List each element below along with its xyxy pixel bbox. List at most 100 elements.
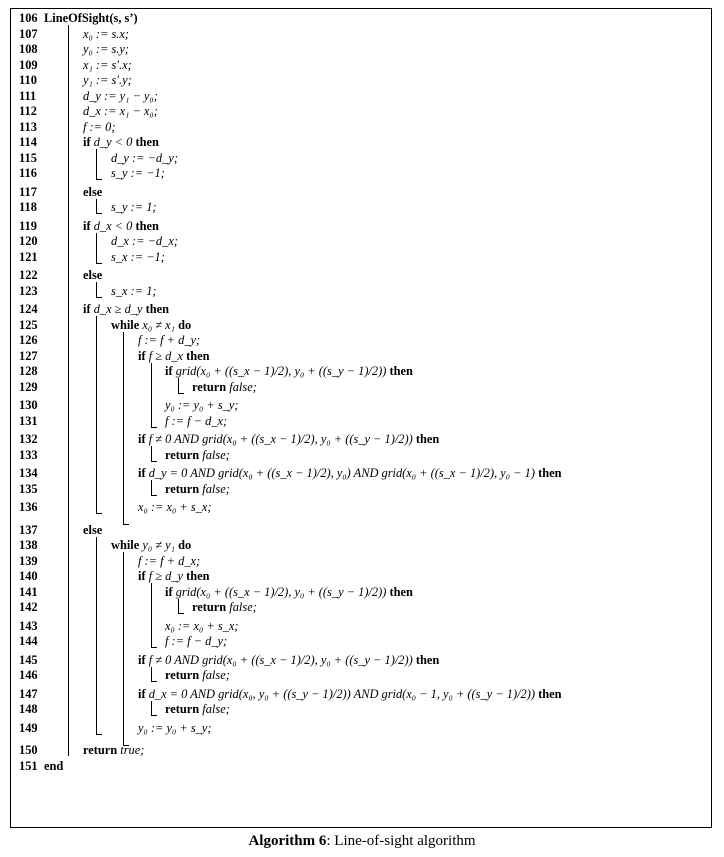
expression: f := f + d_y; [138,333,201,347]
code-text: if d_x = 0 AND grid(x₀, y₀ + ((s_y − 1)/… [138,686,562,702]
keyword: end [44,758,64,773]
block-bracket-end [178,392,184,394]
keyword: else [83,268,103,282]
block-bracket [151,446,152,461]
code-text: d_y := −d_y; [111,150,178,166]
line-number: 124 [19,302,38,316]
line-number: 126 [19,333,38,347]
keyword: return [165,702,200,716]
expression: s_x := −1; [111,249,165,264]
code-text: y₀ := s.y; [83,41,129,57]
code-text: d_x := −d_x; [111,233,178,249]
caption-text: : Line-of-sight algorithm [326,833,476,849]
keyword: then [415,652,440,667]
block-bracket-end [151,460,157,462]
expression: x₀ ≠ x₁ [142,317,175,332]
keyword: while [111,538,140,552]
block-bracket-end [96,179,102,180]
block-bracket [123,331,124,524]
expression: grid(x₀ + ((s_x − 1)/2), y₀ + ((s_y − 1)… [175,584,387,599]
expression: s_y := 1; [111,200,157,214]
line-number: 122 [19,268,38,282]
expression: f := f − d_x; [165,413,228,428]
code-text: if f ≥ d_y then [138,568,210,584]
keyword: then [135,135,159,149]
algorithm-box [10,8,712,828]
code-text: s_x := 1; [111,283,157,299]
expression: y₀ := s.y; [83,42,130,56]
code-text: if d_x < 0 then [83,218,159,234]
block-bracket-end [151,681,157,682]
keyword: return [165,481,200,496]
keyword: if [165,584,173,599]
block-bracket [151,700,152,715]
line-number: 137 [19,522,38,537]
keyword: then [389,364,413,378]
keyword: if [138,569,146,583]
keyword: return [165,668,200,682]
code-text: x₀ := x₀ + s_x; [165,618,239,634]
block-bracket [96,536,97,734]
block-bracket-end [123,744,129,746]
expression: d_x := −d_x; [111,234,178,248]
keyword: return [192,600,227,614]
keyword: return [165,447,200,462]
line-number: 146 [19,668,38,682]
expression: f ≠ 0 AND grid(x₀ + ((s_x − 1)/2), y₀ + … [148,652,413,667]
expression: x₀ := x₀ + s_x; [138,500,212,514]
line-number: 133 [19,447,38,462]
keyword: while [111,317,140,332]
code-text: return false; [165,447,230,463]
code-text: if grid(x₀ + ((s_x − 1)/2), y₀ + ((s_y −… [165,363,413,379]
code-text: if f ≠ 0 AND grid(x₀ + ((s_x − 1)/2), y₀… [138,652,439,668]
keyword: else [83,184,103,199]
line-number: 130 [19,398,38,412]
line-number: 127 [19,348,38,363]
keyword: then [538,466,562,480]
code-text: y₀ := y₀ + s_y; [165,397,239,413]
expression: f ≥ d_x [148,348,184,363]
code-text: return false; [165,667,230,683]
keyword: return [192,379,227,394]
expression: d_x := x₁ − x₀; [83,104,158,118]
line-number: 135 [19,481,38,496]
line-number: 128 [19,364,38,378]
expression: x₁ := s′.x; [83,57,132,72]
line-number: 145 [19,652,38,667]
line-number: 123 [19,283,38,298]
line-number: 116 [19,166,37,180]
return-value: false; [202,702,230,716]
block-bracket-end [96,213,102,214]
line-number: 136 [19,500,38,514]
expression: s_y := −1; [111,166,165,180]
code-text: if d_y = 0 AND grid(x₀ + ((s_x − 1)/2), … [138,465,562,481]
expression: s_x := 1; [111,283,157,298]
code-text: if f ≥ d_x then [138,348,210,364]
expression: d_y < 0 [93,135,133,149]
line-number: 106 [19,11,38,25]
keyword: then [186,348,210,363]
algorithm-caption: Algorithm 6: Line-of-sight algorithm [0,832,724,850]
expression: y₀ := y₀ + s_y; [165,398,239,412]
line-number: 107 [19,26,38,41]
keyword: if [138,466,146,480]
code-text: x₁ := s′.x; [83,57,132,73]
keyword: then [389,584,413,599]
caption-label: Algorithm 6 [248,833,327,849]
line-number: 138 [19,538,38,552]
code-text: if grid(x₀ + ((s_x − 1)/2), y₀ + ((s_y −… [165,584,413,600]
expression: y₁ := s′.y; [83,73,132,87]
block-bracket [151,666,152,681]
expression: f := f + d_x; [138,553,201,568]
code-text: f := f − d_y; [165,633,227,649]
code-text: x₀ := x₀ + s_x; [138,499,212,515]
line-number: 143 [19,618,38,633]
line-number: 132 [19,432,38,446]
keyword: if [138,348,146,363]
return-value: false; [202,668,230,682]
line-number: 109 [19,57,38,72]
keyword: return [83,743,118,757]
code-text: f := f − d_x; [165,413,227,429]
block-bracket-end [96,262,102,264]
code-text: d_x := x₁ − x₀; [83,103,158,119]
